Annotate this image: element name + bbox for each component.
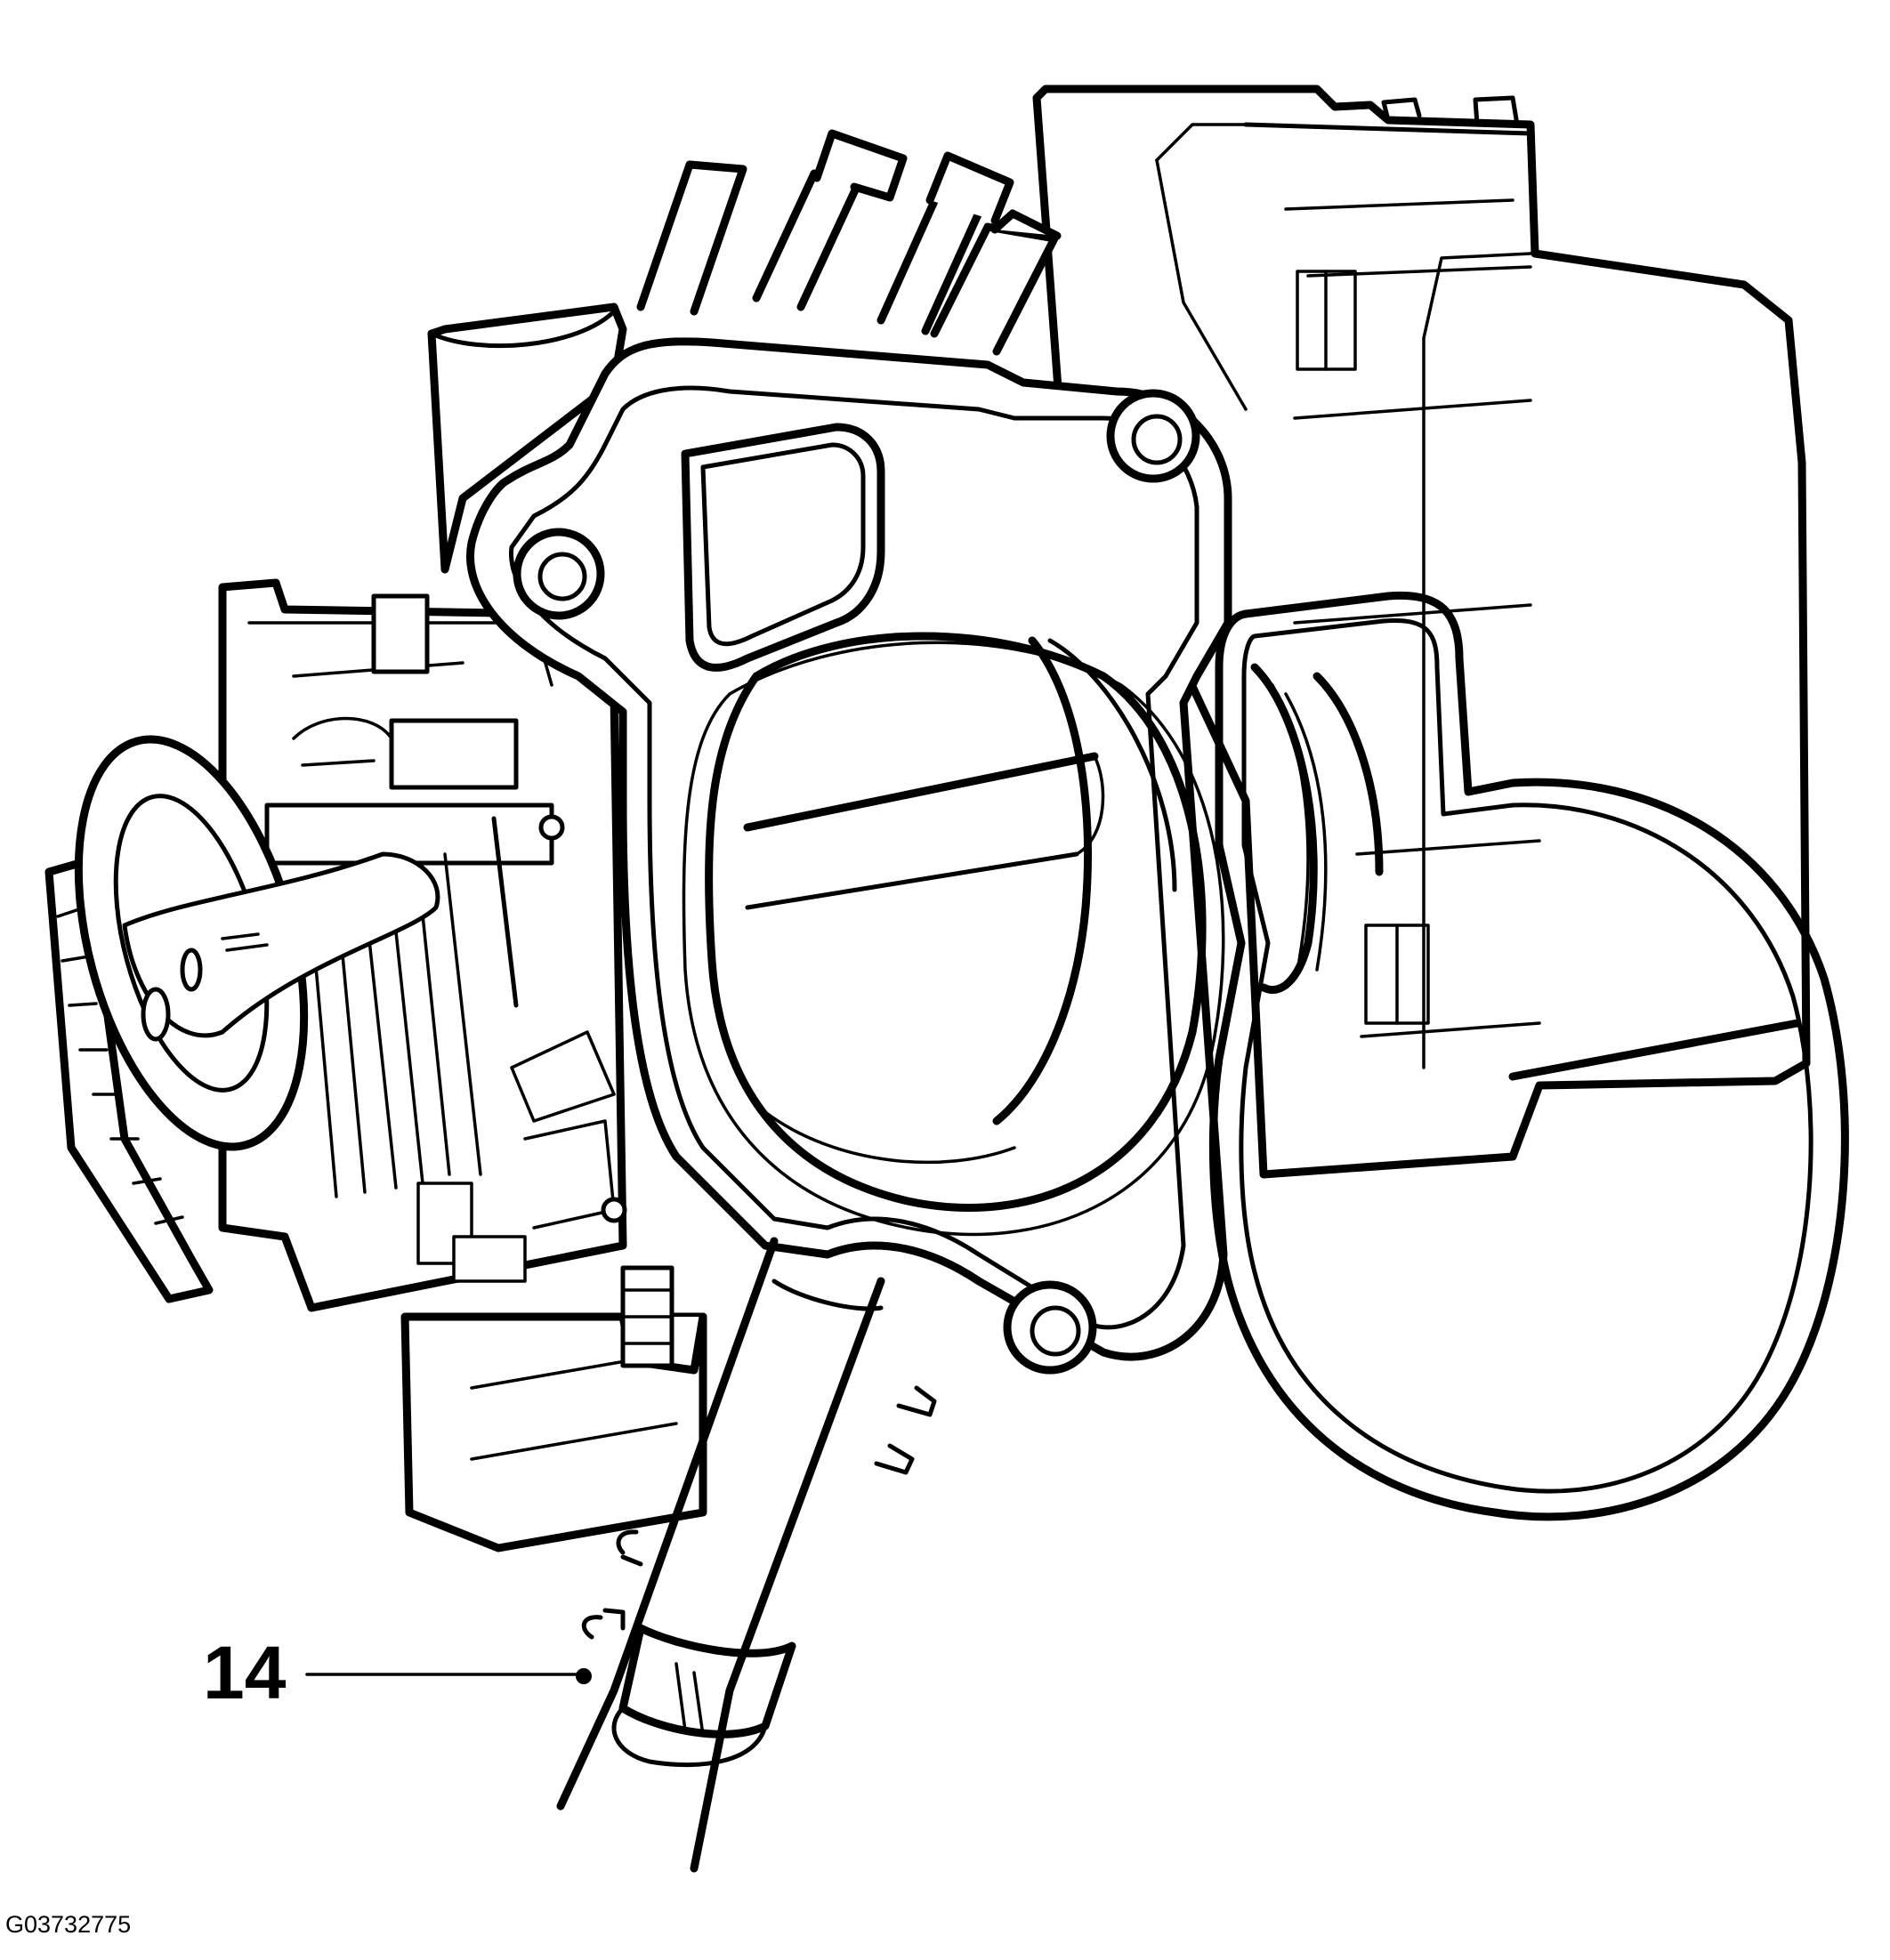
callout-14-leader xyxy=(305,1668,592,1684)
throttle-pulley xyxy=(44,735,440,1303)
coolant-hose xyxy=(556,1237,937,1873)
seal-ring xyxy=(1208,591,1849,1521)
top-hose-fittings xyxy=(636,129,1062,356)
callout-label-14: 14 xyxy=(203,1631,287,1714)
figure-id-label: G03732775 xyxy=(5,1911,132,1938)
throttle-bore xyxy=(682,632,1225,1237)
actuator-housing xyxy=(1032,85,1811,1179)
mounting-flange xyxy=(466,337,1232,1375)
throttle-linkage xyxy=(218,578,674,1368)
